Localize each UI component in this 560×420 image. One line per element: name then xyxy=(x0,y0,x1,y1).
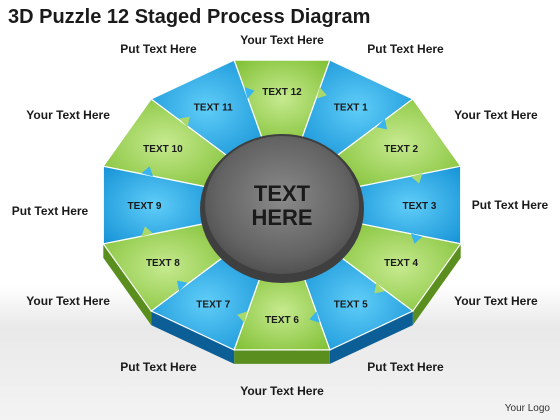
puzzle-tab-8 xyxy=(176,280,188,292)
logo-text: Your Logo xyxy=(504,403,550,414)
segment-label-2: TEXT 1 xyxy=(334,102,368,113)
segment-label-7: TEXT 6 xyxy=(265,315,299,326)
puzzle-tab-6 xyxy=(309,311,320,323)
puzzle-tab-10 xyxy=(141,166,154,177)
segment-label-4: TEXT 3 xyxy=(403,201,437,212)
segment-side-8 xyxy=(151,311,235,364)
outer-label-9: Your Text Here xyxy=(26,294,110,308)
segment-side-9 xyxy=(103,243,152,326)
puzzle-tab-9 xyxy=(141,226,154,237)
outer-label-3: Your Text Here xyxy=(454,108,538,122)
segment-label-11: TEXT 10 xyxy=(143,144,183,155)
segment-side-7 xyxy=(234,349,330,364)
segment-side-5 xyxy=(412,243,461,326)
outer-label-11: Your Text Here xyxy=(26,108,110,122)
outer-label-4: Put Text Here xyxy=(471,198,549,212)
segment-side-6 xyxy=(329,311,413,364)
segment-label-9: TEXT 8 xyxy=(146,258,180,269)
outer-label-5: Your Text Here xyxy=(454,294,538,308)
puzzle-tab-4 xyxy=(410,233,423,244)
segment-label-1: TEXT 12 xyxy=(262,87,302,98)
segment-label-10: TEXT 9 xyxy=(128,201,162,212)
puzzle-tab-5 xyxy=(374,282,385,294)
segment-label-12: TEXT 11 xyxy=(194,102,233,113)
puzzle-tab-11 xyxy=(179,116,190,128)
outer-label-12: Put Text Here xyxy=(120,42,197,57)
outer-label-6: Put Text Here xyxy=(367,359,444,374)
center-text-line-2: HERE xyxy=(251,205,312,230)
puzzle-tab-1 xyxy=(316,87,327,99)
segment-label-8: TEXT 7 xyxy=(196,300,230,311)
segment-label-3: TEXT 2 xyxy=(384,144,418,155)
outer-label-7: Your Text Here xyxy=(240,384,324,398)
outer-label-8: Put Text Here xyxy=(120,359,197,374)
puzzle-tab-7 xyxy=(237,311,248,323)
outer-label-2: Put Text Here xyxy=(367,42,444,57)
page-title: 3D Puzzle 12 Staged Process Diagram xyxy=(8,6,371,28)
segment-label-5: TEXT 4 xyxy=(384,258,418,269)
segment-label-6: TEXT 5 xyxy=(334,300,368,311)
puzzle-tab-2 xyxy=(376,118,388,130)
center-hub xyxy=(203,134,361,276)
outer-label-1: Your Text Here xyxy=(240,33,324,47)
puzzle-tab-12 xyxy=(244,87,255,99)
outer-label-10: Put Text Here xyxy=(11,204,89,218)
puzzle-tab-3 xyxy=(410,173,423,184)
center-text-line-1: TEXT xyxy=(254,181,311,206)
